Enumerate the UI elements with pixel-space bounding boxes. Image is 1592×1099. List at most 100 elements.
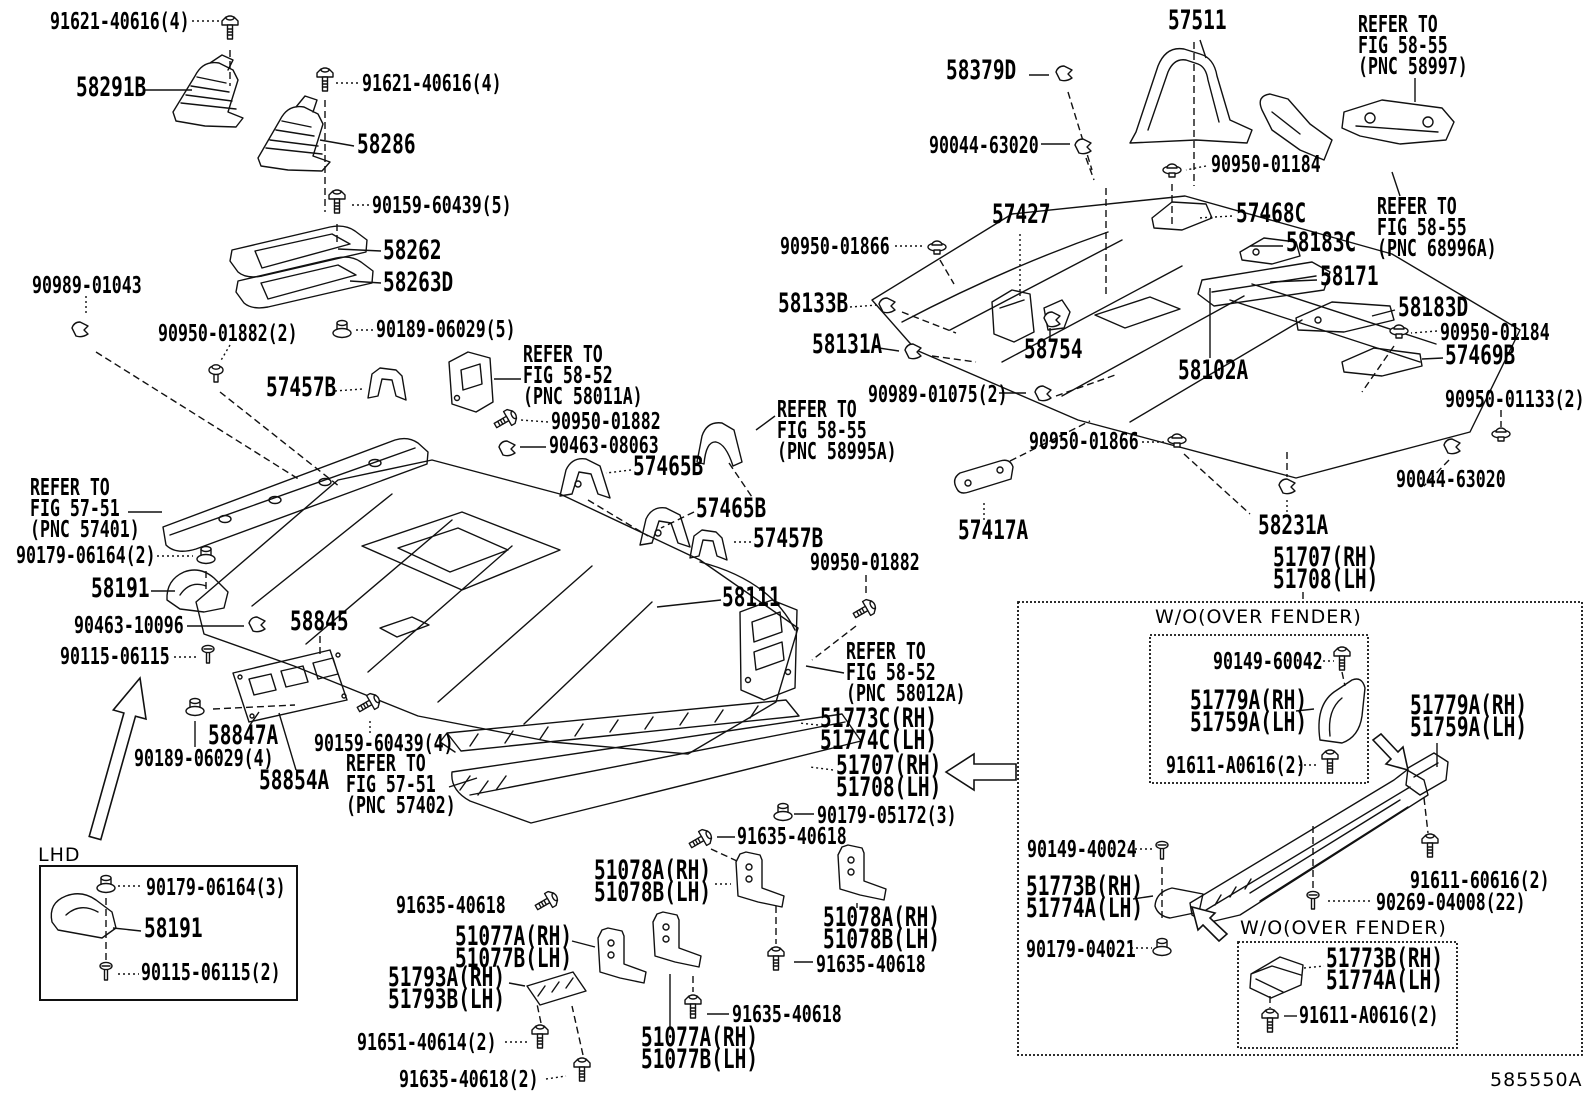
label-line[interactable]: 90950-01866 xyxy=(780,234,890,260)
label-line[interactable]: 90159-60439(4) xyxy=(314,731,454,757)
label-line[interactable]: 90044-63020 xyxy=(1396,467,1506,493)
label-line[interactable]: 57427 xyxy=(992,199,1051,230)
label-line[interactable]: 91635-40618 xyxy=(737,824,847,850)
label-line[interactable]: 90189-06029(5) xyxy=(376,317,516,343)
label-90179-05172-3[interactable]: 90179-05172(3) xyxy=(817,805,957,828)
label-90989-01043[interactable]: 90989-01043 xyxy=(32,275,142,298)
label-57417a[interactable]: 57417A xyxy=(958,517,1028,544)
label-line[interactable]: 90950-01184 xyxy=(1211,152,1321,178)
label-line[interactable]: 51774A(LH) xyxy=(1326,965,1444,996)
label-line[interactable]: 57457B xyxy=(266,372,337,403)
label-90115-06115[interactable]: 90115-06115 xyxy=(60,644,170,670)
label-91635-40618[interactable]: 91635-40618 xyxy=(816,952,926,978)
label-line[interactable]: 90179-06164(3) xyxy=(146,875,286,901)
label-91635-40618-2[interactable]: 91635-40618(2) xyxy=(399,1069,539,1092)
label-57468c[interactable]: 57468C xyxy=(1236,200,1306,227)
label-line[interactable]: (PNC 58995A) xyxy=(777,439,897,465)
label-line[interactable]: 90950-01133(2) xyxy=(1445,387,1585,413)
label-51779a-rh[interactable]: 51779A(RH)51759A(LH) xyxy=(1410,692,1527,741)
label-line[interactable]: 90189-06029(4) xyxy=(134,746,274,772)
label-58754[interactable]: 58754 xyxy=(1024,336,1083,363)
label-line[interactable]: 90115-06115 xyxy=(60,644,170,670)
label-51773c-rh[interactable]: 51773C(RH)51774C(LH) xyxy=(820,703,938,756)
label-line[interactable]: (PNC 57401) xyxy=(30,517,140,543)
label-57427[interactable]: 57427 xyxy=(992,199,1051,230)
label-line[interactable]: 58262 xyxy=(383,235,442,266)
label-line[interactable]: 58183C xyxy=(1286,227,1357,258)
label-90950-01184[interactable]: 90950-01184 xyxy=(1440,322,1550,345)
label-line[interactable]: REFER TO xyxy=(1358,12,1438,38)
label-51707-rh[interactable]: 51707(RH)51708(LH) xyxy=(836,752,942,803)
label-58131a[interactable]: 58131A xyxy=(812,331,882,358)
label-line[interactable]: 51078B(LH) xyxy=(594,877,712,908)
label-line[interactable]: 57457B xyxy=(753,523,824,554)
label-90950-01882[interactable]: 90950-01882 xyxy=(810,552,920,575)
label-line[interactable]: 91635-40618 xyxy=(396,893,506,919)
label-line[interactable]: 57465B xyxy=(633,451,704,482)
label-58111[interactable]: 58111 xyxy=(722,584,781,611)
label-line[interactable]: 51793A(RH) xyxy=(388,962,506,993)
label-58183d[interactable]: 58183D xyxy=(1398,294,1468,321)
label-line[interactable]: 91651-40614(2) xyxy=(357,1030,497,1056)
label-line[interactable]: 90950-01882(2) xyxy=(158,321,298,347)
label-line[interactable]: 51077B(LH) xyxy=(455,943,573,974)
label-58231a[interactable]: 58231A xyxy=(1258,512,1328,539)
label-90463-08063[interactable]: 90463-08063 xyxy=(549,433,659,459)
label-51707-rh[interactable]: 51707(RH)51708(LH) xyxy=(1273,544,1379,595)
label-line[interactable]: 51708(LH) xyxy=(1273,564,1379,595)
label-91611-a0616-2[interactable]: 91611-A0616(2) xyxy=(1166,755,1306,778)
label-line[interactable]: 51774C(LH) xyxy=(820,725,938,756)
label-51779a-rh[interactable]: 51779A(RH)51759A(LH) xyxy=(1190,687,1307,736)
label-line[interactable]: REFER TO xyxy=(1377,194,1457,220)
label-line[interactable]: 51708(LH) xyxy=(836,772,942,803)
label-51773b-rh[interactable]: 51773B(RH)51774A(LH) xyxy=(1026,873,1143,922)
label-line[interactable]: 58263D xyxy=(383,267,454,298)
label-line[interactable]: 57465B xyxy=(696,493,767,524)
label-51773b-rh[interactable]: 51773B(RH)51774A(LH) xyxy=(1326,943,1444,996)
label-90269-04008-22[interactable]: 90269-04008(22) xyxy=(1376,892,1526,915)
label-58291b[interactable]: 58291B xyxy=(76,72,147,103)
label-58845[interactable]: 58845 xyxy=(290,608,349,635)
label-line[interactable]: 90179-06164(2) xyxy=(16,543,156,569)
label-58133b[interactable]: 58133B xyxy=(778,290,848,317)
label-line[interactable]: 58286 xyxy=(357,129,416,160)
label-line[interactable]: REFER TO xyxy=(346,751,426,777)
label-91635-40618[interactable]: 91635-40618 xyxy=(737,824,847,850)
label-90950-01866[interactable]: 90950-01866 xyxy=(780,234,890,260)
label-line[interactable]: 51078B(LH) xyxy=(823,924,941,955)
label-line[interactable]: FIG 58-55 xyxy=(777,418,867,444)
label-line[interactable]: 58847A xyxy=(208,720,279,751)
label-line[interactable]: 58191 xyxy=(144,913,203,944)
label-90989-01075-2[interactable]: 90989-01075(2) xyxy=(868,382,1008,408)
label-line[interactable]: 51773B(RH) xyxy=(1326,943,1444,974)
label-line[interactable]: 51078A(RH) xyxy=(823,902,941,933)
label-line[interactable]: 91611-A0616(2) xyxy=(1299,1003,1439,1029)
label-line[interactable]: FIG 58-55 xyxy=(1377,215,1467,241)
label-51078a-rh[interactable]: 51078A(RH)51078B(LH) xyxy=(594,857,712,908)
label-line[interactable]: 90989-01075(2) xyxy=(868,382,1008,408)
label-58286[interactable]: 58286 xyxy=(357,129,416,160)
label-line[interactable]: 51793B(LH) xyxy=(388,984,506,1015)
label-line[interactable]: FIG 57-51 xyxy=(346,772,436,798)
label-line[interactable]: FIG 57-51 xyxy=(30,496,120,522)
label-line[interactable]: 90463-08063 xyxy=(549,433,659,459)
label-line[interactable]: 90179-04021 xyxy=(1026,937,1136,963)
label-line[interactable]: 91635-40618 xyxy=(816,952,926,978)
label-line[interactable]: 51077A(RH) xyxy=(455,921,573,952)
label-line[interactable]: (PNC 57402) xyxy=(346,793,456,819)
label-90149-60042[interactable]: 90149-60042 xyxy=(1213,651,1323,674)
label-line[interactable]: 58102A xyxy=(1178,355,1249,386)
label-90159-60439-4[interactable]: 90159-60439(4) xyxy=(314,731,454,757)
label-91611-a0616-2[interactable]: 91611-A0616(2) xyxy=(1299,1003,1439,1029)
label-91611-60616-2[interactable]: 91611-60616(2) xyxy=(1410,870,1550,893)
label-line[interactable]: 58291B xyxy=(76,72,147,103)
label-line[interactable]: 58379D xyxy=(946,55,1017,86)
label-90950-01133-2[interactable]: 90950-01133(2) xyxy=(1445,387,1585,413)
label-51077a-rh[interactable]: 51077A(RH)51077B(LH) xyxy=(455,921,573,974)
label-line[interactable]: 51773C(RH) xyxy=(820,703,938,734)
label-90179-06164-2[interactable]: 90179-06164(2) xyxy=(16,543,156,569)
label-91635-40618[interactable]: 91635-40618 xyxy=(396,893,506,919)
